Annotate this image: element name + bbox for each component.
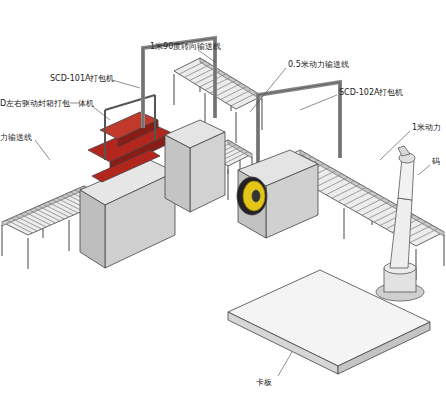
part-label: D左右驱动封箱打包一体机 — [0, 99, 94, 109]
conveyor-leg — [443, 235, 444, 266]
conveyor-leg — [173, 74, 174, 105]
part-label: 码 — [432, 157, 440, 167]
conveyor-leg — [227, 169, 228, 200]
strapping-machine-101a — [143, 38, 225, 212]
conveyor-leg — [1, 225, 2, 256]
part-label: 1米动力 — [412, 123, 441, 133]
roller — [344, 191, 372, 205]
roller-conveyors — [2, 58, 444, 246]
roller — [224, 152, 248, 164]
part-label: SCD-101A打包机 — [50, 74, 114, 84]
roller — [215, 83, 241, 96]
roller — [179, 61, 205, 74]
conveyor-leg — [261, 99, 262, 130]
part-label: 1米90度转向输送线 — [150, 42, 221, 52]
roller — [368, 205, 396, 219]
roller — [338, 188, 366, 202]
strapping-machine-102a — [237, 150, 318, 238]
conveyor-leg — [343, 208, 344, 239]
conveyor-side — [300, 150, 444, 236]
part-label: SCD-102A打包机 — [339, 88, 403, 98]
roller — [320, 177, 348, 191]
roller — [205, 77, 231, 90]
conveyor-frame — [174, 58, 262, 109]
roller — [356, 198, 384, 212]
roller — [326, 181, 354, 195]
roller — [410, 229, 438, 243]
roller — [332, 184, 360, 198]
roller — [221, 87, 247, 100]
conveyor-leg — [204, 93, 205, 124]
palletizing-robot — [376, 146, 424, 301]
conveyor-leg — [27, 238, 28, 269]
leader-lines — [35, 50, 430, 376]
roller — [226, 90, 252, 103]
conveyor-leg — [235, 112, 236, 143]
roller — [231, 93, 257, 106]
roller — [190, 68, 216, 81]
part-label: 0.5米动力输送线 — [288, 60, 349, 70]
conveyor-leg — [68, 220, 69, 251]
case-sealer — [80, 95, 175, 268]
roller — [184, 64, 210, 77]
roller — [200, 74, 226, 87]
pallet — [228, 270, 430, 374]
part-label: 力输送线 — [0, 133, 32, 143]
conveyor-side — [200, 58, 262, 100]
part-label: 卡板 — [256, 378, 272, 388]
roller — [362, 201, 390, 215]
roller — [350, 194, 378, 208]
